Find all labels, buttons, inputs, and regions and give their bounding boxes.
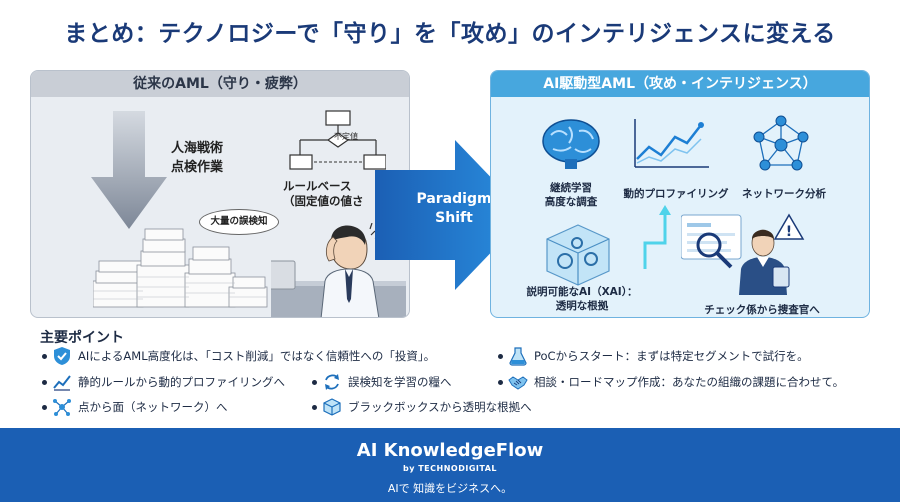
- page-title: まとめ：テクノロジーで「守り」を「攻め」のインテリジェンスに変える: [64, 21, 836, 47]
- network-icon: [753, 115, 809, 171]
- ai-aml-header: AI駆動型AML（攻め・インテリジェンス）: [491, 71, 869, 97]
- key-points-title: 主要ポイント: [40, 330, 124, 346]
- bullet-icon: [498, 353, 503, 359]
- bullet-icon: [312, 379, 317, 385]
- shield-check-icon: [54, 347, 70, 365]
- key-point-1: AIによるAML高度化は、「コスト削減」ではなく信頼性への「投資」。: [42, 346, 435, 366]
- paradigm-line2: Shift: [435, 210, 473, 226]
- handshake-icon: [508, 376, 528, 390]
- traditional-aml-panel: 従来のAML（守り・疲弊） 人海戦術 点検作業 不定値 ルールベース （固定値の…: [30, 70, 410, 318]
- network-analysis-label: ネットワーク分析: [742, 188, 826, 200]
- refresh-cycle-icon: [325, 374, 339, 390]
- growth-chart-icon: [634, 119, 709, 168]
- key-point-2-text: 静的ルールから動的プロファイリングへ: [78, 375, 285, 389]
- key-point-4-text: 誤検知を学習の糧へ: [348, 375, 452, 389]
- footer-banner: AI KnowledgeFlow by TECHNODIGITAL AIで 知識…: [0, 428, 900, 502]
- key-point-7: 相談・ロードマップ作成：あなたの組織の課題に合わせて。: [498, 372, 844, 392]
- stressed-worker-icon: [271, 223, 406, 317]
- paradigm-line1: Paradigm: [416, 191, 492, 207]
- continuous-learning-label: 継続学習 高度な調査: [544, 182, 598, 208]
- key-point-3: 点から面（ネットワーク）へ: [42, 397, 228, 417]
- brand-name: AI KnowledgeFlow: [356, 440, 544, 461]
- key-point-2: 静的ルールから動的プロファイリングへ: [42, 372, 285, 392]
- bullet-icon: [42, 404, 47, 410]
- transparent-cube-icon: [546, 224, 610, 286]
- traditional-aml-header: 従来のAML（守り・疲弊）: [31, 71, 409, 97]
- svg-text:!: !: [786, 224, 792, 240]
- key-point-6-text: PoCからスタート：まずは特定セグメントで試行を。: [534, 349, 809, 363]
- rule-based-text: ルールベース （固定値の値さ: [283, 179, 364, 208]
- bullet-icon: [42, 353, 47, 359]
- bullet-icon: [42, 379, 47, 385]
- rule-flowchart-icon: [289, 110, 386, 170]
- key-point-5-text: ブラックボックスから透明な根拠へ: [348, 400, 532, 414]
- down-arrow-icon: [91, 111, 167, 229]
- brand-tagline: AIで 知識をビジネスへ。: [387, 482, 513, 495]
- key-point-4: 誤検知を学習の糧へ: [312, 372, 452, 392]
- ai-aml-panel: AI駆動型AML（攻め・インテリジェンス） 継続学習 高度な調査 動的プロファイ…: [490, 70, 870, 318]
- key-point-1-text: AIによるAML高度化は、「コスト削減」ではなく信頼性への「投資」。: [78, 349, 436, 363]
- dynamic-profiling-label: 動的プロファイリング: [623, 188, 729, 200]
- explainable-ai-label: 説明可能なAI（XAI）： 透明な根拠: [526, 286, 638, 312]
- bullet-icon: [498, 379, 503, 385]
- key-point-5: ブラックボックスから透明な根拠へ: [312, 397, 532, 417]
- key-point-7-text: 相談・ロードマップ作成：あなたの組織の課題に合わせて。: [534, 375, 845, 389]
- brain-icon: [542, 119, 600, 169]
- line-chart-icon: [53, 375, 71, 391]
- paradigm-shift-arrow-icon: [375, 140, 527, 290]
- bullet-icon: [312, 404, 317, 410]
- network-nodes-icon: [53, 399, 71, 416]
- investigator-icon: !: [681, 213, 805, 295]
- brand-subtitle: by TECHNODIGITAL: [403, 464, 497, 473]
- key-point-6: PoCからスタート：まずは特定セグメントで試行を。: [498, 346, 809, 366]
- unfixed-value-label: 不定値: [334, 132, 358, 141]
- key-point-3-text: 点から面（ネットワーク）へ: [78, 400, 228, 414]
- human-labor-text: 人海戦術 点検作業: [171, 141, 224, 175]
- flask-icon: [509, 347, 527, 366]
- paradigm-shift-label: Paradigm Shift: [396, 190, 512, 228]
- investigator-label: チェック係から捜査官へ: [704, 304, 820, 316]
- cube-icon: [323, 398, 341, 416]
- upward-path-arrow-icon: [643, 205, 671, 269]
- paper-stack-icon: [93, 228, 268, 308]
- false-positive-bubble: 大量の誤検知: [199, 209, 279, 235]
